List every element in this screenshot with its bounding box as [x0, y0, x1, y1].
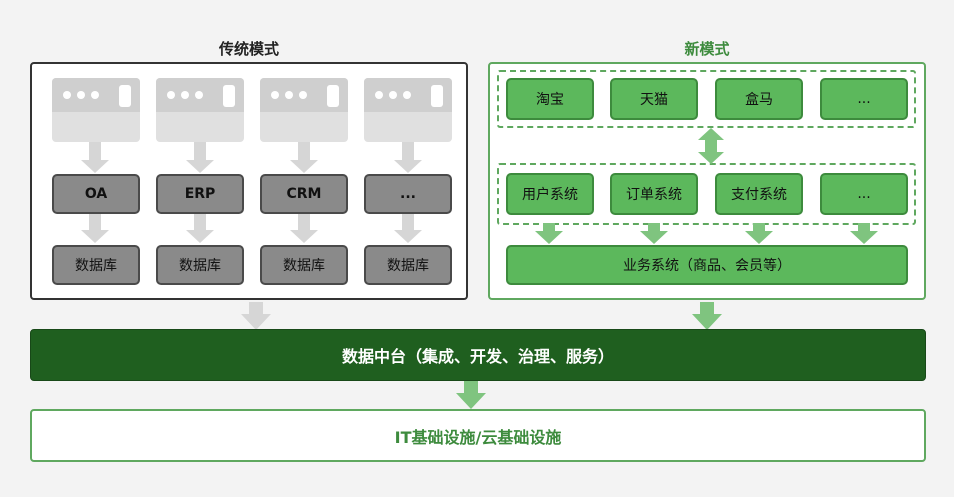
gray-arrow-app-to-system-4: [394, 142, 422, 173]
green-arrow-system-to-business-1: [535, 223, 563, 244]
green-arrow-system-to-business-2: [640, 223, 668, 244]
system-box-oa: OA: [52, 174, 140, 214]
frontend-box-hema: 盒马: [715, 78, 803, 120]
system-box-more: ...: [820, 173, 908, 215]
gray-arrow-traditional-to-platform: [241, 302, 271, 330]
database-box: 数据库: [260, 245, 348, 285]
business-system-box: 业务系统（商品、会员等）: [506, 245, 908, 285]
system-box-more: ...: [364, 174, 452, 214]
frontend-box-more: ...: [820, 78, 908, 120]
system-box-order: 订单系统: [610, 173, 698, 215]
green-arrow-system-to-business-3: [745, 223, 773, 244]
traditional-title: 传统模式: [218, 40, 279, 58]
green-arrow-system-to-business-4: [850, 223, 878, 244]
app-window-icon: [52, 78, 140, 142]
system-box-user: 用户系统: [506, 173, 594, 215]
new-mode-title: 新模式: [684, 40, 730, 58]
frontend-box-taobao: 淘宝: [506, 78, 594, 120]
app-window-icon: [260, 78, 348, 142]
green-double-arrow-frontend-system: [698, 128, 724, 164]
gray-arrow-app-to-system-1: [81, 142, 109, 173]
system-box-crm: CRM: [260, 174, 348, 214]
database-box: 数据库: [52, 245, 140, 285]
system-box-payment: 支付系统: [715, 173, 803, 215]
gray-arrow-system-to-db-3: [290, 214, 318, 243]
app-window-icon: [156, 78, 244, 142]
system-group: [497, 163, 916, 225]
data-platform-bar: 数据中台（集成、开发、治理、服务）: [30, 329, 926, 381]
green-arrow-platform-to-infra: [456, 381, 486, 409]
system-box-erp: ERP: [156, 174, 244, 214]
frontend-group: [497, 70, 916, 128]
gray-arrow-app-to-system-2: [186, 142, 214, 173]
gray-arrow-system-to-db-2: [186, 214, 214, 243]
database-box: 数据库: [156, 245, 244, 285]
gray-arrow-system-to-db-1: [81, 214, 109, 243]
app-window-icon: [364, 78, 452, 142]
gray-arrow-app-to-system-3: [290, 142, 318, 173]
gray-arrow-system-to-db-4: [394, 214, 422, 243]
database-box: 数据库: [364, 245, 452, 285]
green-arrow-new-to-platform: [692, 302, 722, 330]
frontend-box-tmall: 天猫: [610, 78, 698, 120]
infrastructure-bar: IT基础设施/云基础设施: [30, 409, 926, 462]
